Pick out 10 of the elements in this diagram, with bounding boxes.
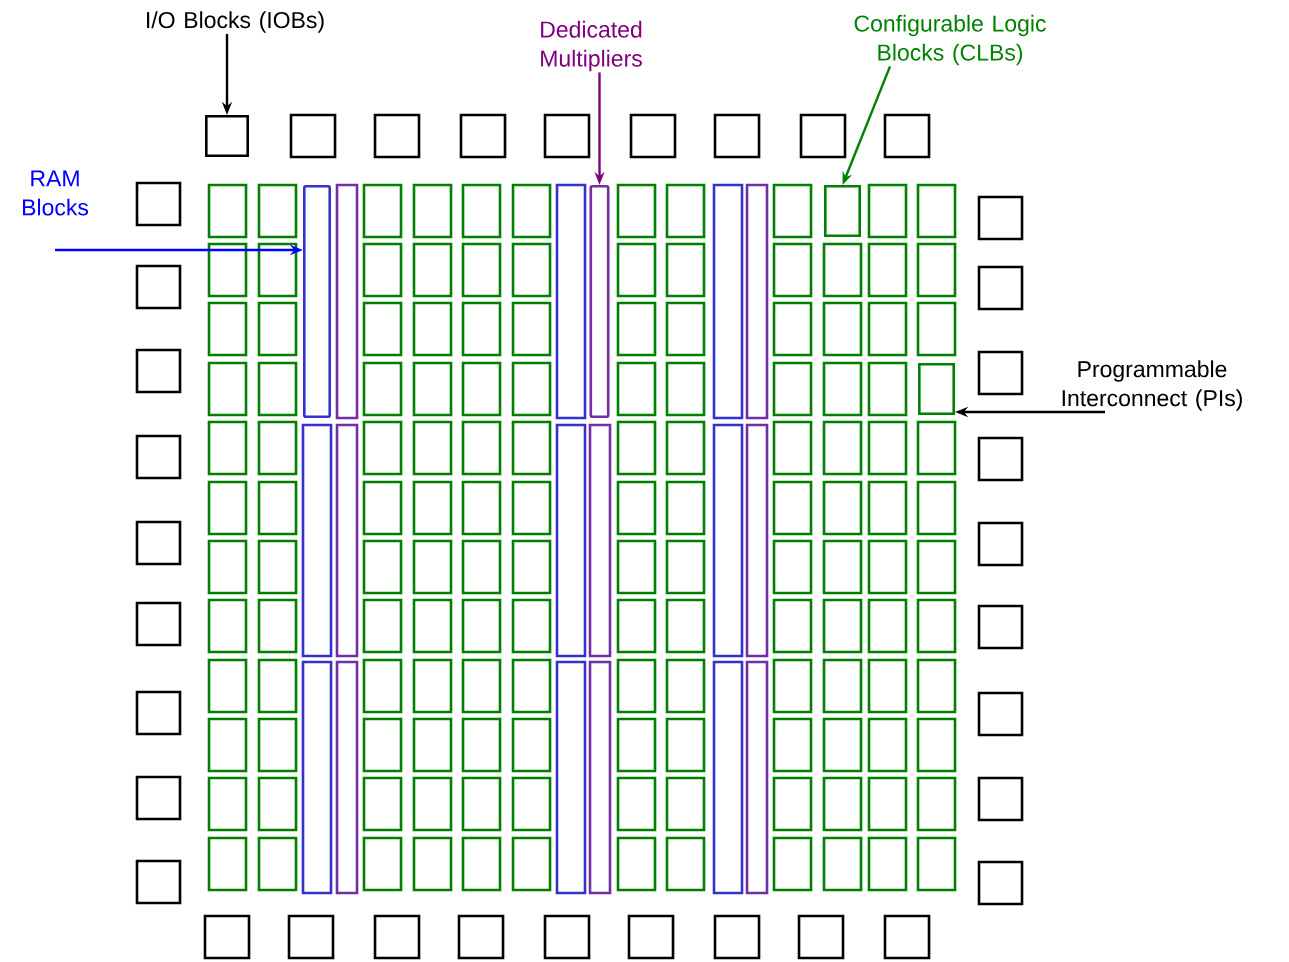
multiplier-block xyxy=(589,185,610,418)
callout-label: RAM Blocks xyxy=(23,170,89,216)
callout-label: Configurable Logic Blocks (CLBs) xyxy=(854,14,1046,66)
callout-label: Dedicated Multipliers xyxy=(541,20,642,72)
ram-block xyxy=(303,185,331,418)
io-block xyxy=(205,115,249,157)
callout-label: Programmable Interconnect (PIs) xyxy=(1062,360,1242,411)
logic-block xyxy=(918,363,955,415)
callout-label: I/O Blocks (IOBs) xyxy=(147,11,324,33)
logic-block xyxy=(824,185,861,237)
